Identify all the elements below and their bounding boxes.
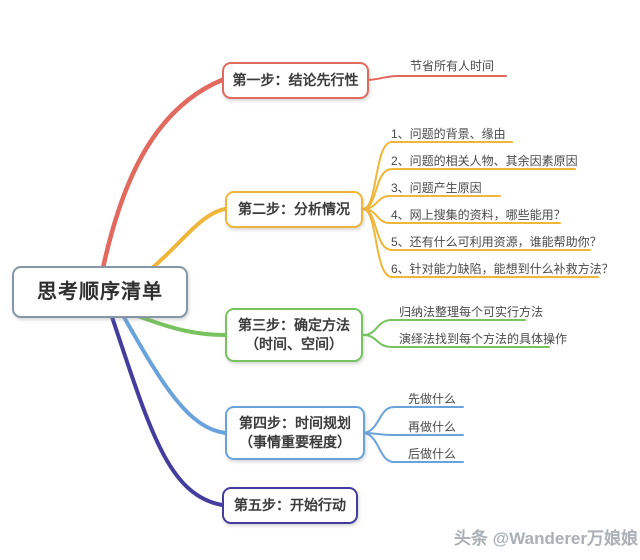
child-label-2-1: 1、问题的背景、缘由 [391, 127, 506, 141]
child-connector-3-2 [362, 334, 550, 348]
child-label-4-1: 先做什么 [408, 392, 457, 406]
branch-node-2: 第二步：分析情况 [225, 191, 363, 228]
child-connector-1-1 [364, 75, 507, 81]
branch-4-sublabel: （事情重要程度） [239, 434, 351, 450]
branch-curve-3 [136, 314, 227, 337]
child-label-2-6: 6、针对能力缺陷，能想到什么补救方法？ [391, 262, 614, 276]
child-label-2-5: 5、还有什么可利用资源，谁能帮助你？ [391, 235, 602, 249]
child-label-2-2: 2、问题的相关人物、其余因素原因 [391, 154, 578, 168]
child-label-3-1: 归纳法整理每个可实行方法 [399, 305, 544, 319]
branch-curve-4 [122, 315, 227, 435]
child-connector-2-1 [362, 141, 513, 210]
branch-1-label: 第一步：结论先行性 [232, 72, 359, 89]
branch-curve-5 [110, 315, 224, 507]
branch-node-5: 第五步：开始行动 [222, 487, 358, 524]
child-label-3-2: 演绎法找到每个方法的具体操作 [399, 332, 568, 346]
child-label-4-2: 再做什么 [408, 420, 457, 434]
watermark: 头条 @Wanderer万娘娘 [453, 529, 638, 548]
child-connector-4-1 [361, 406, 464, 434]
child-label-2-3: 3、问题产生原因 [391, 181, 482, 195]
branch-3-label: 第三步：确定方法 [238, 317, 350, 334]
child-label-1-1: 节省所有人时间 [410, 59, 495, 73]
child-label-2-4: 4、网上搜集的资料，哪些能用？ [391, 208, 566, 222]
branch-3-sublabel: （时间、空间） [245, 336, 343, 352]
central-topic-node: 思考顺序清单 [12, 266, 188, 318]
branch-2-label: 第二步：分析情况 [238, 201, 350, 218]
central-topic-label: 思考顺序清单 [37, 280, 163, 303]
child-connector-2-6 [362, 208, 599, 278]
child-connector-4-3 [361, 432, 464, 463]
branch-node-1: 第一步：结论先行性 [222, 62, 369, 99]
branch-5-label: 第五步：开始行动 [234, 497, 346, 514]
branch-node-3: 第三步：确定方法 （时间、空间） [225, 308, 363, 362]
branch-curve-2 [150, 207, 227, 270]
branch-4-label: 第四步：时间规划 [239, 415, 351, 432]
branch-curve-1 [100, 77, 225, 271]
child-label-4-3: 后做什么 [408, 447, 457, 461]
branch-node-4: 第四步：时间规划 （事情重要程度） [225, 406, 365, 460]
